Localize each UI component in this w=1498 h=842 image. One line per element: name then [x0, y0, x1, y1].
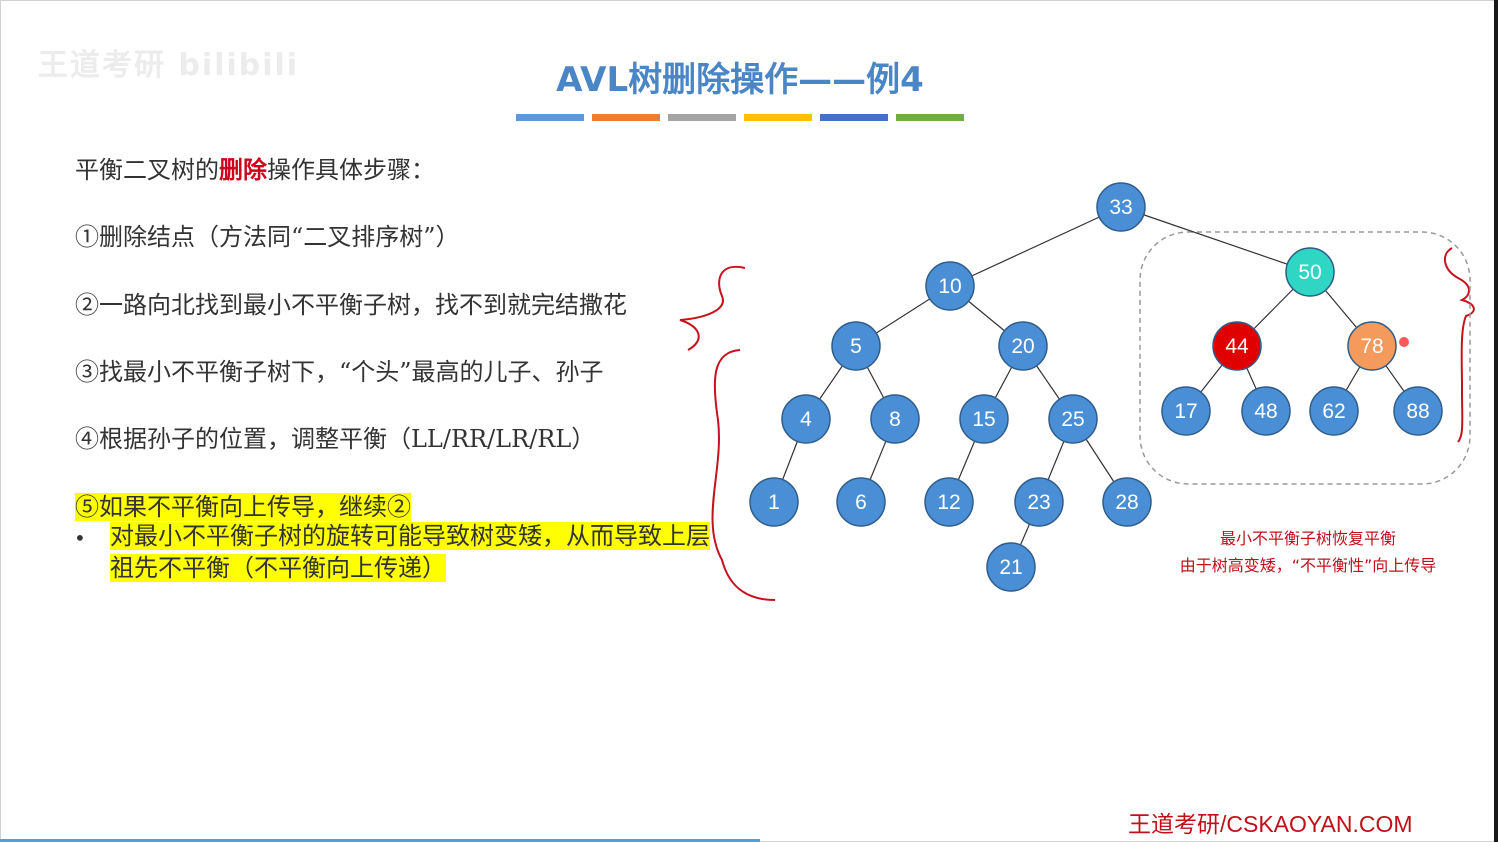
tree-node-6: 6 — [836, 477, 886, 527]
handwritten-brace-right — [1443, 247, 1475, 443]
tree-node-62: 62 — [1309, 386, 1359, 436]
node-circle — [1048, 394, 1098, 444]
step-2: ②一路向北找到最小不平衡子树，找不到就完结撒花 — [75, 291, 627, 319]
tree-node-21: 21 — [986, 542, 1036, 592]
tree-node-20: 20 — [998, 321, 1048, 371]
heading-pre: 平衡二叉树的 — [75, 156, 219, 184]
stripe-yellow — [744, 114, 812, 121]
node-label: 44 — [1225, 335, 1249, 358]
tree-node-5: 5 — [831, 321, 881, 371]
bullet-note: 对最小不平衡子树的旋转可能导致树变矮，从而导致上层祖先不平衡（不平衡向上传递） — [110, 520, 722, 584]
node-label: 78 — [1360, 335, 1383, 358]
tree-node-44: 44 — [1212, 321, 1262, 371]
cursor-pointer-icon — [1399, 337, 1409, 347]
node-circle — [870, 394, 920, 444]
node-circle — [781, 394, 831, 444]
node-label: 33 — [1109, 196, 1132, 219]
node-circle — [1102, 477, 1152, 527]
node-circle — [749, 477, 799, 527]
footer-brand: 王道考研/CSKAOYAN.COM — [1128, 811, 1413, 837]
tree-node-88: 88 — [1393, 386, 1443, 436]
node-label: 6 — [855, 491, 867, 514]
node-label: 12 — [937, 491, 960, 514]
edge-33-50 — [1120, 206, 1311, 273]
node-circle — [1285, 247, 1335, 297]
tree-node-15: 15 — [959, 394, 1009, 444]
tree-node-8: 8 — [870, 394, 920, 444]
title-stripes — [516, 114, 964, 121]
node-label: 15 — [972, 408, 995, 431]
stripe-green — [896, 114, 964, 121]
tree-node-28: 28 — [1102, 477, 1152, 527]
node-label: 23 — [1027, 491, 1050, 514]
tree-node-25: 25 — [1048, 394, 1098, 444]
node-circle — [925, 261, 975, 311]
tree-node-1: 1 — [749, 477, 799, 527]
stripe-gray — [668, 114, 736, 121]
node-label: 4 — [800, 408, 812, 431]
video-progress-bar — [0, 839, 760, 842]
step-3: ③找最小不平衡子树下，“个头”最高的儿子、孙子 — [75, 358, 604, 386]
edge-33-10 — [949, 206, 1122, 287]
node-label: 50 — [1298, 261, 1321, 284]
node-label: 21 — [999, 556, 1022, 579]
bullet-dot: • — [74, 526, 86, 550]
heading-delete: 删除 — [219, 155, 267, 184]
node-circle — [1212, 321, 1262, 371]
caption-line-2: 由于树高变矮，“不平衡性”向上传导 — [1179, 556, 1437, 575]
node-circle — [1014, 477, 1064, 527]
tree-node-78: 78 — [1347, 321, 1397, 371]
node-label: 1 — [768, 491, 780, 514]
stripe-blue — [516, 114, 584, 121]
node-circle — [1309, 386, 1359, 436]
node-circle — [998, 321, 1048, 371]
tree-node-12: 12 — [924, 477, 974, 527]
node-circle — [836, 477, 886, 527]
bilibili-watermark: 王道考研 bilibili — [38, 48, 300, 83]
tree-node-48: 48 — [1241, 386, 1291, 436]
window-edge — [1494, 0, 1498, 842]
node-circle — [959, 394, 1009, 444]
steps-heading: 平衡二叉树的删除操作具体步骤： — [75, 150, 435, 185]
heading-post: 操作具体步骤： — [267, 156, 435, 184]
node-label: 20 — [1011, 335, 1034, 358]
tree-node-10: 10 — [925, 261, 975, 311]
tree-node-50: 50 — [1285, 247, 1335, 297]
node-label: 48 — [1254, 400, 1277, 423]
node-circle — [831, 321, 881, 371]
node-circle — [1393, 386, 1443, 436]
subtree-dashed-box — [1139, 231, 1471, 485]
node-circle — [1347, 321, 1397, 371]
node-label: 25 — [1061, 408, 1084, 431]
node-label: 62 — [1322, 400, 1345, 423]
node-label: 5 — [850, 335, 862, 358]
slide-title: AVL树删除操作——例4 — [556, 60, 924, 100]
node-circle — [1241, 386, 1291, 436]
step-1: ①删除结点（方法同“二叉排序树”） — [75, 223, 460, 251]
tree-node-4: 4 — [781, 394, 831, 444]
node-circle — [986, 542, 1036, 592]
node-circle — [1161, 386, 1211, 436]
tree-node-33: 33 — [1096, 182, 1146, 232]
node-label: 8 — [889, 408, 901, 431]
step-4: ④根据孙子的位置，调整平衡（LL/RR/LR/RL） — [75, 425, 596, 453]
stripe-darkblue — [820, 114, 888, 121]
tree-node-23: 23 — [1014, 477, 1064, 527]
node-label: 28 — [1115, 491, 1138, 514]
handwritten-brace-left-small — [679, 265, 746, 351]
tree-node-17: 17 — [1161, 386, 1211, 436]
handwritten-brace-left-large — [711, 349, 776, 601]
stripe-orange — [592, 114, 660, 121]
step-5: ⑤如果不平衡向上传导，继续② — [75, 487, 411, 522]
node-label: 88 — [1406, 400, 1429, 423]
node-label: 17 — [1174, 400, 1197, 423]
node-circle — [924, 477, 974, 527]
step-5-text: ⑤如果不平衡向上传导，继续② — [75, 493, 411, 521]
node-label: 10 — [938, 275, 961, 298]
node-circle — [1096, 182, 1146, 232]
caption-line-1: 最小不平衡子树恢复平衡 — [1219, 529, 1396, 548]
